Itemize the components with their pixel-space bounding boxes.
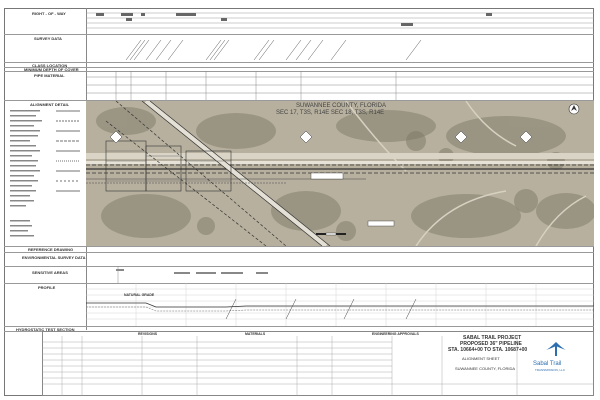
- band-sep: [4, 100, 594, 101]
- band-sep: [4, 246, 594, 247]
- sabal-trail-logo: [546, 342, 566, 356]
- band-sep: [4, 71, 594, 72]
- engineering-approvals-header: ENGINEERING APPROVALS: [372, 332, 419, 336]
- row-label-env-survey: ENVIRONMENTAL SURVEY DATA: [22, 255, 86, 260]
- section-label: SEC 17, T3S, R14E SEC 18, T3S, R14E: [276, 110, 385, 116]
- band-sep: [4, 62, 594, 63]
- row-label-sensitive-areas: SENSITIVE AREAS: [32, 270, 68, 275]
- right-of-way-band: [86, 12, 594, 29]
- survey-data-band: [125, 39, 422, 61]
- profile-band: [86, 283, 594, 326]
- materials-header: MATERIALS: [245, 332, 266, 336]
- title-block-grid: [42, 336, 594, 396]
- revisions-header: REVISIONS: [138, 332, 158, 336]
- row-label-hydro-test: HYDROSTATIC TEST SECTION: [16, 327, 75, 332]
- band-sep: [4, 67, 594, 68]
- project-title-1: SABAL TRAIL PROJECT: [463, 335, 522, 341]
- sheet-type: ALIGNMENT SHEET: [462, 356, 500, 361]
- row-label-profile: PROFILE: [38, 285, 56, 290]
- logo-text: Sabal Trail: [533, 361, 562, 367]
- row-label-min-cover: MINIMUM DEPTH OF COVER: [24, 67, 79, 72]
- project-title-3: STA. 10664+00 TO STA. 10687+00: [448, 347, 528, 353]
- county-label: SUWANNEE COUNTY, FLORIDA: [296, 103, 387, 109]
- sensitive-areas-band: [116, 266, 268, 283]
- row-label-alignment-detail: ALIGNMENT DETAIL: [30, 102, 70, 107]
- title-block: [42, 331, 594, 396]
- row-label-class-location: CLASS LOCATION: [32, 63, 68, 68]
- band-sep: [4, 34, 594, 35]
- band-sep: [4, 283, 594, 284]
- band-sep: [4, 252, 594, 253]
- row-label-survey-data: SURVEY DATA: [34, 36, 62, 41]
- row-label-reference-drawing: REFERENCE DRAWING: [28, 247, 74, 252]
- county-name: SUWANNEE COUNTY, FLORIDA: [455, 366, 516, 371]
- row-label-pipe-material: PIPE MATERIAL: [34, 73, 65, 78]
- alignment-legend: [10, 110, 80, 237]
- aerial-map-svg: [86, 101, 594, 246]
- natural-grade-label: NATURAL GRADE: [124, 293, 155, 297]
- band-sep: [4, 326, 594, 327]
- project-title-2: PROPOSED 36" PIPELINE: [460, 341, 522, 347]
- aerial-map[interactable]: SUWANNEE COUNTY, FLORIDA SEC 17, T3S, R1…: [86, 101, 594, 246]
- pipe-material-band: [86, 71, 594, 100]
- logo-subtext: TRANSMISSION, LLC: [535, 368, 566, 372]
- band-sep: [4, 266, 594, 267]
- row-label-right-of-way: RIGHT - OF - WAY: [32, 11, 66, 16]
